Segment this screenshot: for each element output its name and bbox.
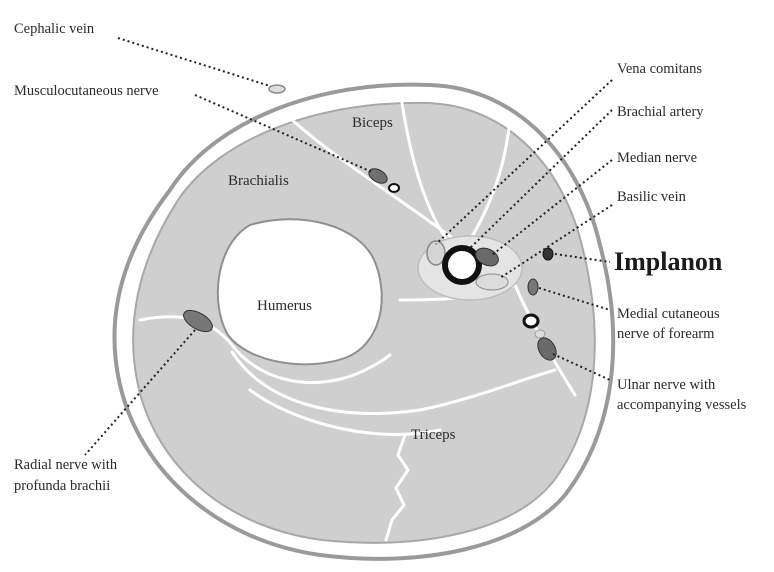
vena-comitans-vessel	[427, 241, 445, 265]
label-musculocutaneous-nerve: Musculocutaneous nerve	[14, 83, 159, 99]
label-cephalic-vein: Cephalic vein	[14, 21, 95, 37]
label-medial-cutaneous-line1: Medial cutaneous	[617, 306, 720, 322]
label-humerus: Humerus	[257, 298, 312, 314]
label-basilic-vein: Basilic vein	[617, 189, 687, 205]
ulnar-small-vessel	[535, 330, 545, 338]
brachial-artery-vessel	[445, 248, 479, 282]
label-radial-line2: profunda brachii	[14, 478, 110, 494]
cephalic-vein-vessel	[269, 85, 285, 93]
label-brachialis: Brachialis	[228, 173, 289, 189]
label-radial-line1: Radial nerve with	[14, 457, 118, 473]
humerus-bone	[218, 219, 382, 364]
label-vena-comitans: Vena comitans	[617, 61, 702, 77]
label-median-nerve: Median nerve	[617, 150, 697, 166]
label-ulnar-line1: Ulnar nerve with	[617, 377, 716, 393]
label-ulnar-line2: accompanying vessels	[617, 397, 747, 413]
medial-cutaneous-nerve-structure	[528, 279, 538, 295]
leader-cephalic-vein	[118, 38, 270, 86]
ulnar-vessel	[524, 315, 538, 327]
label-implanon: Implanon	[614, 247, 723, 276]
label-biceps: Biceps	[352, 115, 393, 131]
musculocutaneous-vessel	[389, 184, 399, 192]
label-brachial-artery: Brachial artery	[617, 104, 704, 120]
label-triceps: Triceps	[411, 427, 456, 443]
label-medial-cutaneous-line2: nerve of forearm	[617, 326, 715, 342]
